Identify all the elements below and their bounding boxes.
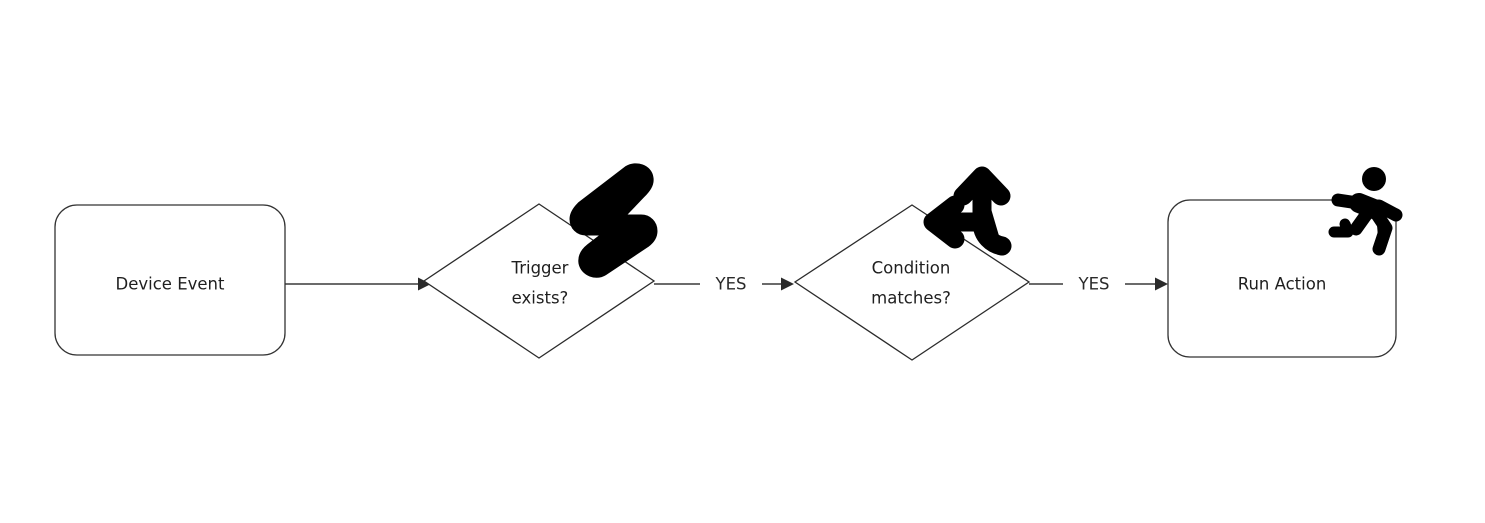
trigger-exists-label-line1: Trigger xyxy=(511,259,569,278)
trigger-exists-label-line2: exists? xyxy=(512,289,569,308)
node-device-event[interactable]: Device Event xyxy=(54,204,286,356)
condition-matches-label-line1: Condition xyxy=(872,259,951,278)
runner-front-arm xyxy=(1372,199,1403,222)
arrowhead-icon xyxy=(418,277,431,291)
edge-condition-to-action: YES xyxy=(1029,275,1168,294)
run-action-box[interactable] xyxy=(1167,199,1397,358)
lightning-bolt-glyph xyxy=(569,163,658,278)
node-condition-matches[interactable]: Condition matches? xyxy=(793,204,1031,361)
runner-rear-leg xyxy=(1349,208,1373,236)
runner-front-leg xyxy=(1369,206,1393,256)
device-event-label: Device Event xyxy=(116,275,225,294)
running-person-icon xyxy=(1328,167,1403,256)
runner-back-arm xyxy=(1331,193,1365,210)
branch-arrows-icon xyxy=(923,166,1012,256)
run-action-label: Run Action xyxy=(1238,275,1327,294)
edge-label-yes-1: YES xyxy=(715,275,747,294)
runner-head xyxy=(1362,167,1386,191)
runner-shoe xyxy=(1328,218,1354,238)
arrowhead-icon xyxy=(1155,277,1168,291)
condition-matches-label-line2: matches? xyxy=(871,289,951,308)
edge-event-to-trigger xyxy=(285,277,431,291)
branch-left-arrowhead xyxy=(923,195,965,249)
branch-up-arrowhead xyxy=(953,166,1011,206)
arrowhead-icon xyxy=(781,277,794,291)
node-run-action[interactable]: Run Action xyxy=(1167,199,1397,358)
lightning-bolt-icon xyxy=(569,163,658,278)
edge-trigger-to-condition: YES xyxy=(654,275,794,294)
edge-label-yes-2: YES xyxy=(1078,275,1110,294)
condition-matches-diamond[interactable] xyxy=(793,204,1031,361)
device-event-box[interactable] xyxy=(54,204,286,356)
